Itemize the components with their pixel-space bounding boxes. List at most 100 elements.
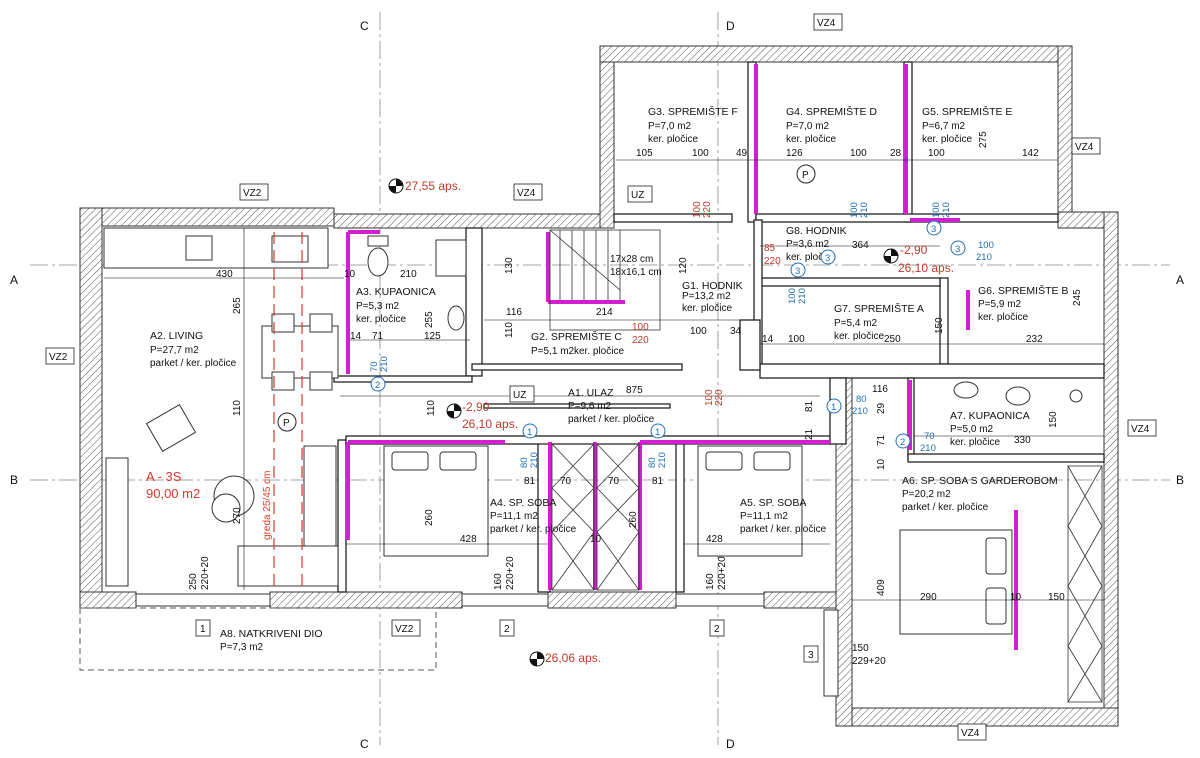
room-name-bath-a7: A7. KUPAONICA <box>950 410 1030 422</box>
dim-116b: 116 <box>872 384 888 395</box>
room-area-bed-a6: P=20,2 m2 <box>902 489 951 500</box>
room-name-g7: G7. SPREMIŠTE A <box>834 302 924 315</box>
room-finish-g8: ker. pločice <box>786 252 836 263</box>
door-entry-width: 100 <box>704 389 715 406</box>
door-g5-height: 210 <box>941 202 952 218</box>
door-a3-height: 210 <box>379 356 390 372</box>
dim-10a: 10 <box>344 269 356 280</box>
axis-label-c-bottom: C <box>360 737 369 751</box>
room-name-bed-a5: A5. SP. SOBA <box>740 497 806 509</box>
room-finish-g3: ker. pločice <box>648 134 698 145</box>
dim-430: 430 <box>216 269 233 280</box>
axis-label-d-top: D <box>726 19 735 33</box>
dim-150a: 150 <box>934 317 945 334</box>
win-220b: 220+20 <box>505 556 516 590</box>
axis-label-b-right: B <box>1176 473 1184 487</box>
tag-window-2b: 2 <box>714 624 720 635</box>
door-g2-height: 220 <box>632 335 649 346</box>
door-g6-width: 100 <box>978 240 994 251</box>
room-area-g7: P=5,4 m2 <box>834 318 878 329</box>
tag-vz4-south: VZ4 <box>961 728 980 739</box>
level-marker-top <box>388 178 404 194</box>
beds <box>383 445 1013 635</box>
door-a6-width: 80 <box>856 394 867 405</box>
dim-81b: 81 <box>652 476 664 487</box>
dim-71b: 71 <box>876 434 887 446</box>
dim-81c: 81 <box>804 400 815 412</box>
dim-409: 409 <box>876 579 887 596</box>
win-160b: 160 <box>705 573 716 590</box>
level-hodnik-abs: 26,10 aps. <box>898 261 954 275</box>
axis-label-a-right: A <box>1176 273 1184 287</box>
dim-10c: 10 <box>590 534 602 545</box>
door-type-a5: 1 <box>655 427 660 438</box>
room-area-bath-a3: P=5,3 m2 <box>356 301 400 312</box>
p-label-storage: P <box>802 170 809 181</box>
dim-428a: 428 <box>460 534 477 545</box>
room-finish-living: parket / ker. pločice <box>150 358 237 369</box>
p-marker-living <box>277 412 297 432</box>
dimension-texts: 430 10 210 265 110 270 14 71 255 125 130… <box>188 131 1083 667</box>
dim-214: 214 <box>596 307 613 318</box>
dim-100d: 100 <box>928 148 945 159</box>
dim-100c: 100 <box>850 148 867 159</box>
dim-34: 34 <box>730 326 742 337</box>
door-a5-width: 80 <box>647 457 658 468</box>
level-marker-ulaz <box>446 403 462 419</box>
tag-vz2-south: VZ2 <box>395 624 414 635</box>
wardrobes <box>551 443 1103 703</box>
dim-110b: 110 <box>504 322 515 338</box>
dim-10d: 10 <box>1010 592 1022 603</box>
room-finish-g2: ker. pločice <box>574 346 624 357</box>
door-a4-height: 210 <box>529 452 540 468</box>
p-marker-storage <box>796 164 816 184</box>
beam-label: greda 25/45 cm <box>262 471 273 541</box>
outer-walls <box>79 45 1119 727</box>
room-area-g3: P=7,0 m2 <box>648 121 692 132</box>
door-type-a7: 2 <box>900 437 905 448</box>
dim-330: 330 <box>1014 435 1031 446</box>
axis-label-b-left: B <box>10 473 18 487</box>
room-area-g2: P=5,1 m2 <box>531 346 575 357</box>
level-hodnik-rel: -2,90 <box>900 243 928 257</box>
dim-290: 290 <box>920 592 937 603</box>
level-ulaz-rel: -2,90 <box>462 400 490 414</box>
room-finish-bath-a3: ker. pločice <box>356 314 406 325</box>
dim-85: 85 <box>764 243 776 254</box>
win-150: 150 <box>852 643 869 654</box>
dim-275: 275 <box>978 131 989 148</box>
door-type-g5: 3 <box>931 224 936 235</box>
dim-110c: 110 <box>426 400 437 416</box>
dim-100a: 100 <box>690 326 707 337</box>
door-type-g8a: 3 <box>825 253 830 264</box>
room-name-ulaz: A1. ULAZ <box>568 387 614 399</box>
room-area-ulaz: P=9,6 m2 <box>568 401 612 412</box>
room-name-terrace: A8. NATKRIVENI DIO <box>220 628 323 640</box>
dim-150c: 150 <box>1048 592 1065 603</box>
dim-14: 14 <box>350 331 362 342</box>
room-name-bath-a3: A3. KUPAONICA <box>356 286 436 298</box>
dim-116: 116 <box>506 307 522 318</box>
room-name-g5: G5. SPREMIŠTE E <box>922 105 1012 118</box>
room-name-g3: G3. SPREMIŠTE F <box>648 105 738 118</box>
room-finish-g6: ker. pločice <box>978 312 1028 323</box>
level-top-text: 27,55 aps. <box>405 179 461 193</box>
door-a7-height: 210 <box>920 443 936 454</box>
dim-29: 29 <box>876 402 887 414</box>
door-a3-width: 70 <box>369 361 380 372</box>
dim-70b: 70 <box>608 476 620 487</box>
room-finish-bed-a4: parket / ker. pločice <box>490 524 577 535</box>
level-ulaz-abs: 26,10 aps. <box>462 417 518 431</box>
bathroom-fixtures <box>367 235 1083 406</box>
door-g7-height: 210 <box>797 288 808 304</box>
door-g3-width: 100 <box>692 201 703 218</box>
door-a5-height: 210 <box>657 452 668 468</box>
living-furniture <box>103 227 339 587</box>
staircase <box>549 229 661 331</box>
dim-71a: 71 <box>372 331 384 342</box>
door-a4-width: 80 <box>519 457 530 468</box>
dim-100b: 100 <box>692 148 709 159</box>
room-area-g6: P=5,9 m2 <box>978 299 1022 310</box>
room-finish-g1: ker. pločice <box>682 303 732 314</box>
win-229: 229+20 <box>852 656 886 667</box>
